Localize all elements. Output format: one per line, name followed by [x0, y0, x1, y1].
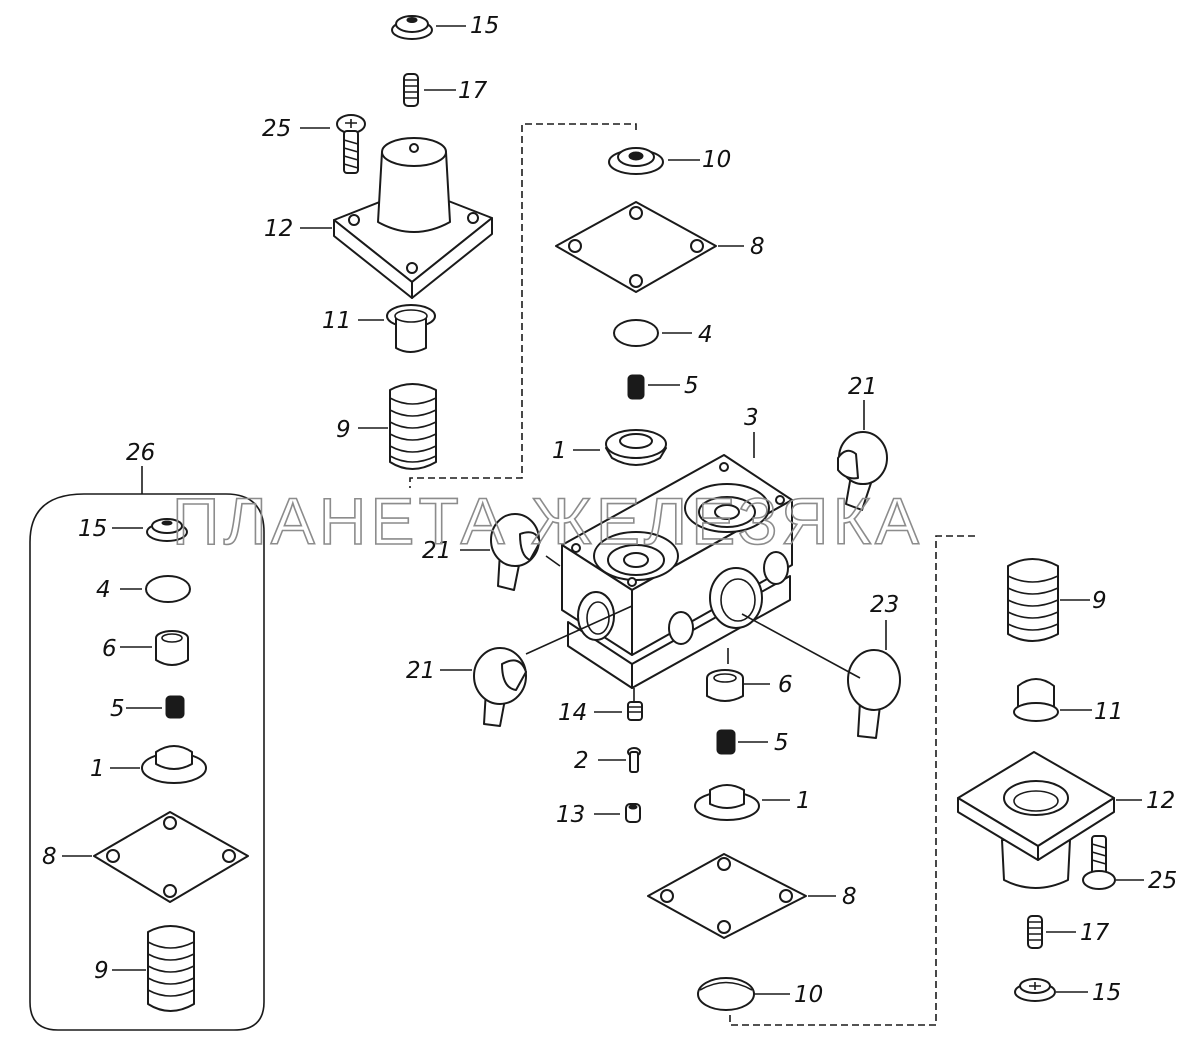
label-17: 17	[1080, 920, 1110, 946]
label-15: 15	[470, 13, 499, 39]
label-6: 6	[778, 672, 793, 698]
label-13: 13	[556, 802, 585, 828]
part-25-bolt-top	[336, 114, 366, 174]
part-14-spring-small	[627, 701, 643, 721]
label-9: 9	[336, 417, 351, 443]
part-26-repair-kit	[29, 466, 265, 1031]
part-15-cap-right	[1014, 978, 1056, 1002]
kit-part-1-valve	[141, 745, 207, 784]
label-8: 8	[750, 234, 765, 260]
part-21-cap-left	[490, 513, 541, 591]
part-9-spring-right	[1007, 558, 1059, 642]
label-9: 9	[1092, 588, 1107, 614]
label-15: 15	[78, 516, 107, 542]
label-5: 5	[684, 373, 699, 399]
part-2-pin	[627, 747, 641, 773]
label-11: 11	[1094, 699, 1123, 725]
label-6: 6	[102, 636, 117, 662]
kit-part-4-disc	[145, 575, 191, 603]
part-23-cap	[847, 649, 901, 739]
watermark: ПЛАНЕТА ЖЕЛЕЗЯКА	[172, 484, 923, 558]
label-10: 10	[702, 147, 731, 173]
part-11-sleeve-top	[386, 304, 436, 353]
label-14: 14	[558, 700, 587, 726]
part-1-valve-mid	[694, 784, 760, 821]
part-13-nut-small	[625, 803, 641, 823]
label-25: 25	[1148, 868, 1177, 894]
label-25: 25	[262, 116, 291, 142]
label-26: 26	[126, 440, 155, 466]
part-21-cap-lower-left	[473, 647, 527, 727]
part-4-disc-top	[613, 319, 659, 347]
label-5: 5	[110, 696, 125, 722]
label-8: 8	[842, 884, 857, 910]
part-10-cap-top	[608, 147, 664, 175]
label-1: 1	[796, 788, 811, 814]
label-2: 2	[574, 748, 589, 774]
kit-part-15-cap	[146, 518, 188, 542]
label-21: 21	[422, 538, 451, 564]
label-9: 9	[94, 958, 109, 984]
part-6-nut-mid	[706, 669, 744, 702]
part-15-cap-top	[391, 15, 433, 40]
label-8: 8	[42, 844, 57, 870]
label-15: 15	[1092, 980, 1121, 1006]
label-12: 12	[264, 216, 293, 242]
label-12: 12	[1146, 788, 1175, 814]
label-1: 1	[552, 438, 567, 464]
assembly-guide-lines	[409, 123, 975, 1026]
label-11: 11	[322, 308, 351, 334]
label-21: 21	[848, 374, 877, 400]
kit-part-5-plug	[165, 695, 185, 719]
part-9-spring-top	[389, 383, 437, 470]
leader-lines	[62, 25, 1144, 995]
part-5-plug-top	[627, 374, 645, 400]
part-3-valve-body	[561, 454, 793, 689]
part-12-cover-right	[957, 751, 1115, 889]
label-3: 3	[744, 405, 759, 431]
label-23: 23	[870, 592, 899, 618]
label-4: 4	[698, 322, 713, 348]
part-5-plug-mid	[716, 729, 736, 755]
part-17-screw-top	[403, 73, 419, 107]
part-10-cap-mid	[697, 977, 755, 1011]
kit-part-9-spring	[147, 925, 195, 1012]
kit-part-6-nut	[155, 630, 189, 666]
part-1-valve-top	[605, 429, 667, 466]
part-labels: 15 17 25 12 11 9 10 8 4 5 1 3 21 26 15 4…	[42, 13, 1177, 1008]
label-5: 5	[774, 730, 789, 756]
label-10: 10	[794, 982, 823, 1008]
label-4: 4	[96, 577, 111, 603]
part-17-screw-right	[1027, 915, 1043, 949]
part-21-cap-upper-right	[837, 431, 888, 511]
part-25-bolt-right	[1082, 835, 1116, 890]
label-21: 21	[406, 658, 435, 684]
part-12-cover-top	[333, 137, 493, 299]
kit-part-8-diaphragm	[93, 811, 249, 903]
part-11-sleeve-right	[1013, 678, 1059, 722]
part-8-diaphragm-top	[555, 201, 717, 293]
part-8-diaphragm-mid	[647, 853, 807, 939]
label-1: 1	[90, 756, 105, 782]
label-17: 17	[458, 78, 488, 104]
